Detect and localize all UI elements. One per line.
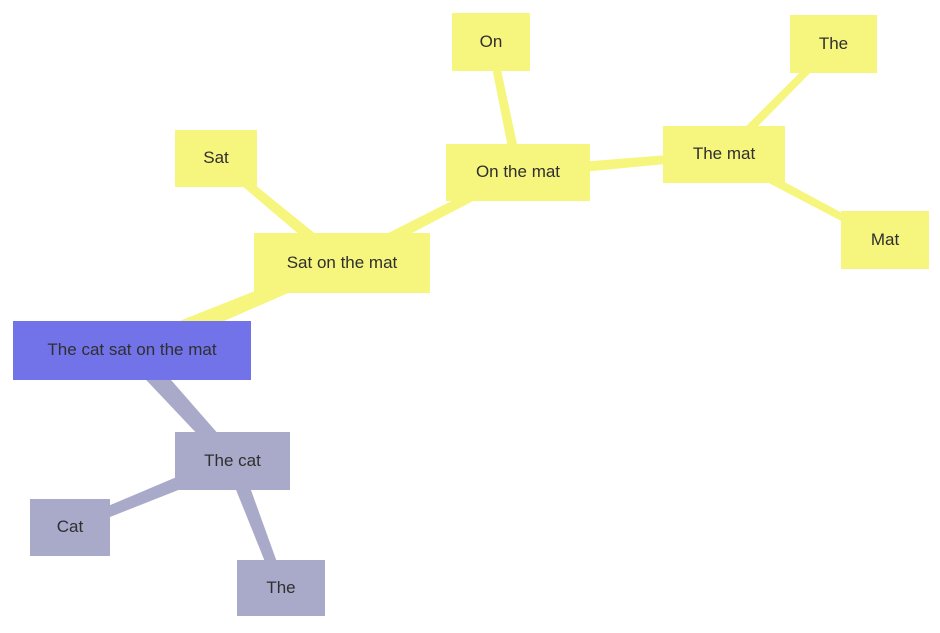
mindmap-node-root[interactable]: The cat sat on the mat (13, 321, 251, 380)
node-label: Sat (203, 148, 229, 168)
mindmap-node-thetop[interactable]: The (790, 15, 877, 73)
mindmap-node-themat[interactable]: The mat (663, 126, 785, 183)
mindmap-node-thebottom[interactable]: The (237, 560, 325, 616)
mindmap-node-otm[interactable]: On the mat (446, 144, 590, 201)
node-label: The cat sat on the mat (47, 340, 217, 360)
mindmap-node-sotm[interactable]: Sat on the mat (254, 233, 430, 293)
node-label: The mat (692, 144, 756, 164)
node-label: Mat (870, 229, 900, 249)
mindmap-node-sat[interactable]: Sat (175, 130, 257, 187)
mindmap-node-on[interactable]: On (452, 13, 530, 71)
node-label: The (266, 577, 296, 597)
node-label: The cat (204, 450, 261, 470)
edge-otm-on (487, 41, 523, 174)
node-label: The (818, 33, 849, 53)
node-label: On (479, 31, 503, 51)
node-label: Cat (56, 517, 84, 537)
node-label: Sat on the mat (286, 252, 398, 272)
mindmap-node-mat[interactable]: Mat (841, 211, 929, 269)
mindmap-node-thecat[interactable]: The cat (175, 432, 290, 490)
edge-thecat-thebottom (225, 458, 286, 590)
node-label: On the mat (475, 162, 561, 182)
mindmap-node-cat[interactable]: Cat (30, 499, 110, 556)
